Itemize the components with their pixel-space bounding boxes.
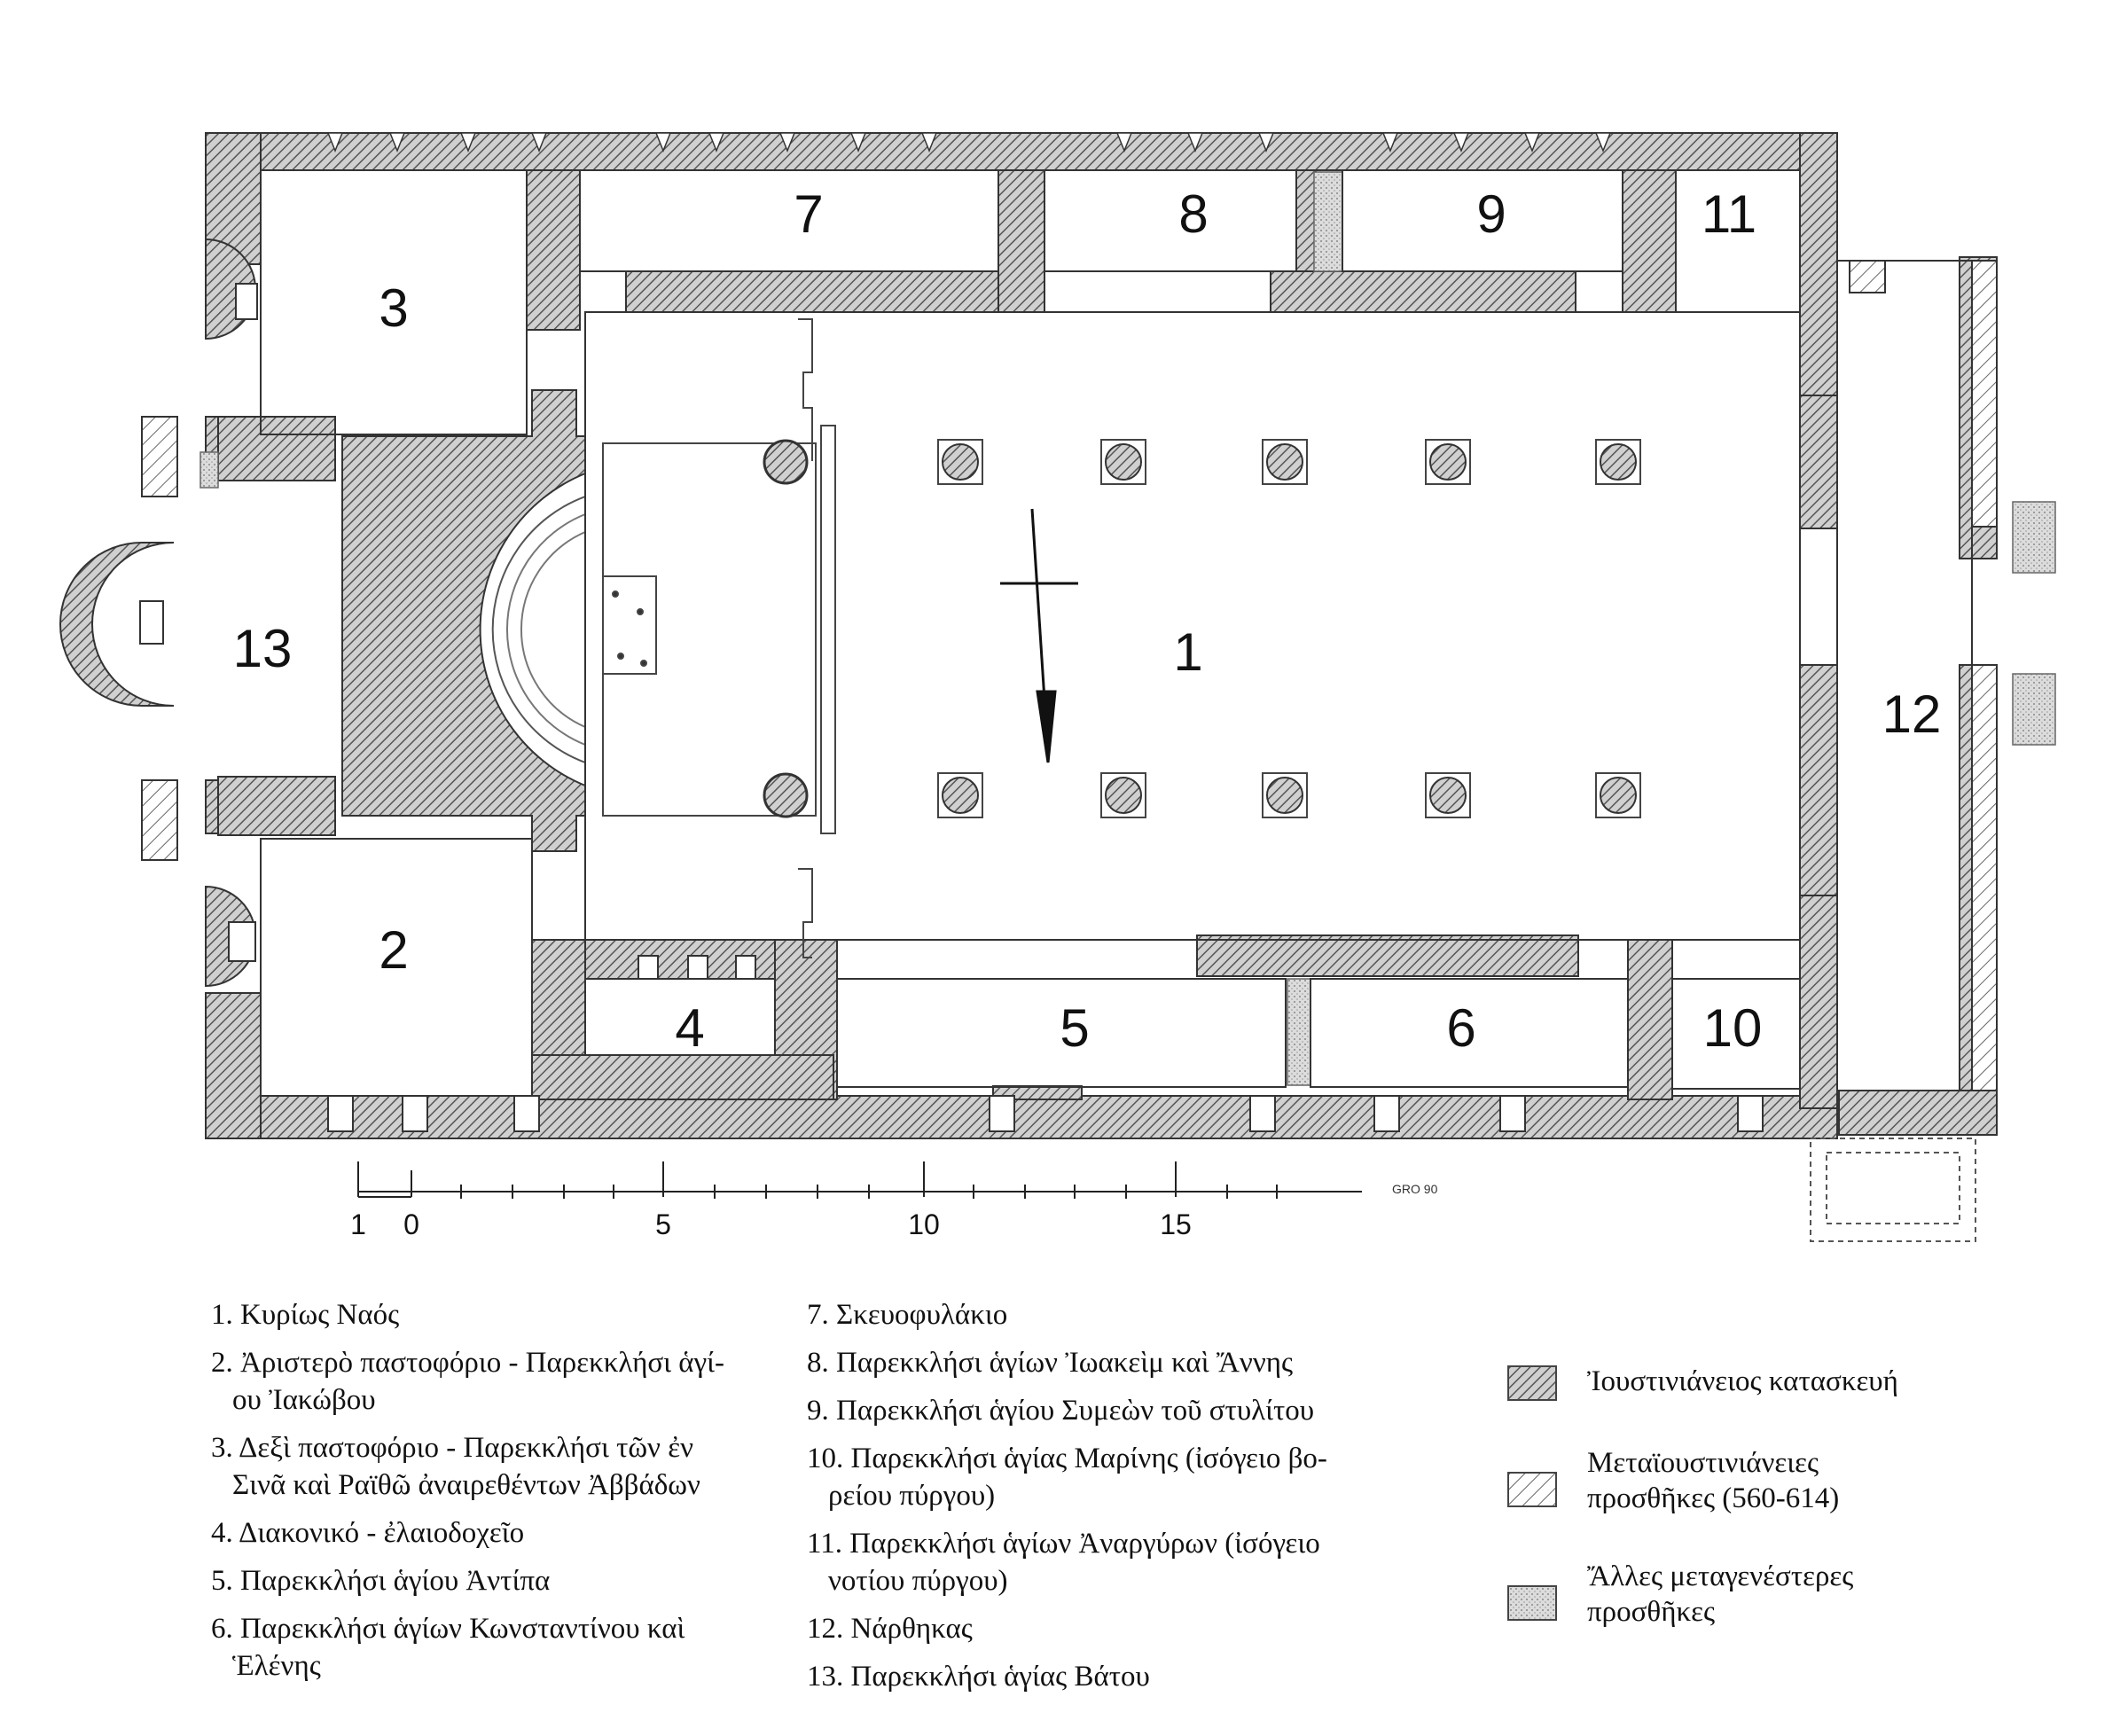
room-label-8: 8	[1178, 184, 1208, 244]
columns	[763, 439, 1641, 818]
scale-label: 10	[908, 1208, 940, 1240]
column	[1100, 772, 1146, 818]
column	[1262, 772, 1308, 818]
legend-item: 8. Παρεκκλήσι ἁγίων Ἰωακεὶμ καὶ Ἄννης	[807, 1347, 1294, 1379]
column	[1595, 772, 1641, 818]
apse	[479, 472, 586, 787]
room-label-5: 5	[1060, 998, 1089, 1058]
room-label-7: 7	[794, 184, 823, 244]
column	[1425, 439, 1471, 485]
room-label-4: 4	[675, 998, 704, 1058]
later-swatch	[1507, 1585, 1557, 1621]
column	[1100, 439, 1146, 485]
legend-item: 7. Σκευοφυλάκιο	[807, 1299, 1008, 1331]
post-justinian-additions	[1849, 260, 1998, 1091]
column	[937, 439, 983, 485]
scale-label: 0	[403, 1208, 419, 1240]
dashed-foundation	[1810, 1138, 1976, 1242]
scale-label: 1	[350, 1208, 366, 1240]
legend-item: 5. Παρεκκλήσι ἁγίου Ἀντίπα	[211, 1565, 551, 1597]
post-justinian-swatch	[1507, 1472, 1557, 1507]
legend-item: 13. Παρεκκλήσι ἁγίας Βάτου	[807, 1661, 1150, 1693]
column	[937, 772, 983, 818]
room-label-13: 13	[233, 619, 293, 678]
legend-item: 9. Παρεκκλήσι ἁγίου Συμεὼν τοῦ στυλίτου	[807, 1395, 1315, 1427]
room-label-3: 3	[379, 278, 408, 338]
column	[1425, 772, 1471, 818]
justinian-swatch	[1507, 1365, 1557, 1401]
legend-item: 4. Διακονικό - ἐλαιοδοχεῖο	[211, 1517, 525, 1549]
column	[1595, 439, 1641, 485]
west-apse	[59, 416, 178, 861]
legend-item: 10. Παρεκκλήσι ἁγίας Μαρίνης (ἰσόγειο βο…	[807, 1443, 1327, 1512]
scale-label: 5	[655, 1208, 671, 1240]
room-label-2: 2	[379, 920, 408, 980]
room-label-6: 6	[1446, 998, 1475, 1058]
room-label-11: 11	[1702, 184, 1756, 244]
north-arrow	[1000, 508, 1078, 763]
legend-item: 2. Ἀριστερὸ παστοφόριο - Παρεκκλήσι ἁγί-…	[211, 1347, 725, 1416]
scale-bar	[357, 1161, 1362, 1199]
sanctuary-screen	[602, 318, 836, 958]
room-label-9: 9	[1476, 184, 1506, 244]
justinian-walls	[205, 132, 1998, 1139]
column	[1262, 439, 1308, 485]
scale-label: 15	[1160, 1208, 1192, 1240]
legend-column-1: 1. Κυρίως Ναός 2. Ἀριστερὸ παστοφόριο - …	[211, 1296, 778, 1695]
room-label-10: 10	[1703, 998, 1763, 1058]
scale-end-note: GRO 90	[1392, 1182, 1438, 1196]
legend-item: 12. Νάρθηκας	[807, 1613, 973, 1645]
room-label-1: 1	[1173, 622, 1202, 682]
legend-column-2: 7. Σκευοφυλάκιο 8. Παρεκκλήσι ἁγίων Ἰωακ…	[807, 1296, 1392, 1706]
later-additions	[200, 171, 2056, 1086]
room-label-12: 12	[1882, 684, 1942, 744]
legend-item: 1. Κυρίως Ναός	[211, 1299, 400, 1331]
